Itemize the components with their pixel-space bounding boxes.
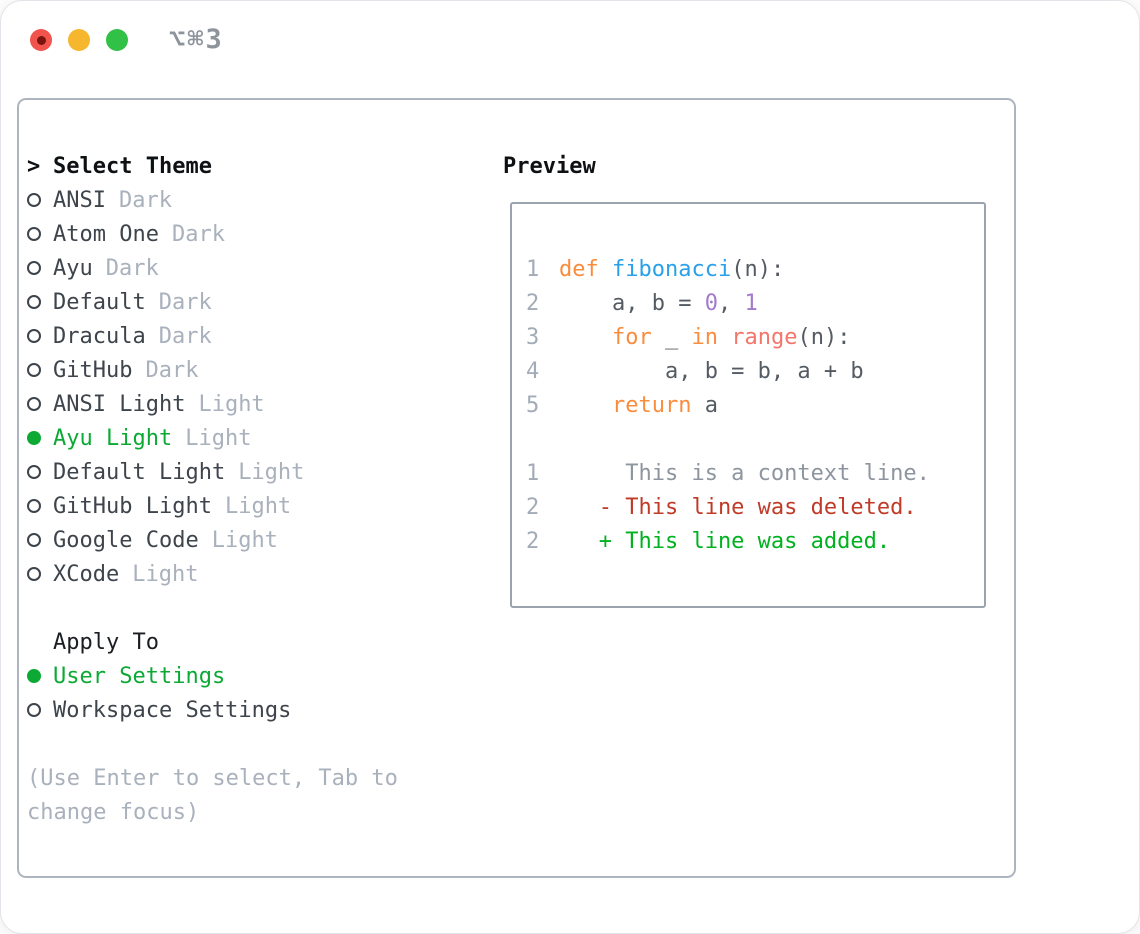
- theme-variant-badge: Dark: [158, 289, 212, 315]
- theme-variant-badge: Light: [224, 493, 292, 519]
- theme-variant-badge: Light: [238, 459, 305, 485]
- code-line-3: 3 for _ in range(n):: [526, 324, 851, 350]
- theme-list-header: > Select Theme: [27, 149, 398, 183]
- theme-variant-badge: Dark: [118, 187, 172, 213]
- selection-caret: >: [27, 153, 41, 179]
- radio-icon: [27, 193, 41, 207]
- code-line-5: 5 return a: [526, 392, 718, 418]
- help-text-line-2: change focus): [27, 799, 200, 825]
- apply-option-workspace-settings[interactable]: Workspace Settings: [27, 693, 398, 727]
- theme-variant-badge: Dark: [145, 357, 199, 383]
- theme-variant-badge: Dark: [105, 255, 159, 281]
- radio-selected-icon: [27, 669, 41, 683]
- window-shortcut-label: ⌥⌘3: [169, 24, 224, 55]
- radio-icon: [27, 499, 41, 513]
- diff-added-line: 2 + This line was added.: [526, 528, 891, 554]
- line-number: 2: [526, 528, 540, 554]
- theme-dialog-box: [17, 98, 1016, 878]
- theme-list-title: Select Theme: [53, 153, 212, 179]
- theme-variant-badge: Light: [185, 425, 252, 451]
- apply-to-title: Apply To: [53, 629, 159, 655]
- radio-icon: [27, 533, 41, 547]
- line-number: 1: [526, 256, 540, 282]
- radio-selected-icon: [27, 431, 41, 445]
- radio-icon: [27, 465, 41, 479]
- preview-title: Preview: [503, 153, 596, 179]
- radio-icon: [27, 363, 41, 377]
- zoom-button-icon[interactable]: [106, 29, 128, 51]
- radio-icon: [27, 329, 41, 343]
- window-controls: [30, 29, 128, 51]
- apply-option-user-settings[interactable]: User Settings: [27, 659, 398, 693]
- code-line-4: 4 a, b = b, a + b: [526, 358, 864, 384]
- spacer-row: [27, 727, 398, 761]
- radio-icon: [27, 397, 41, 411]
- line-number: 4: [526, 358, 540, 384]
- line-number: 5: [526, 392, 540, 418]
- minimize-button-icon[interactable]: [68, 29, 90, 51]
- code-line-2: 2 a, b = 0, 1: [526, 290, 758, 316]
- diff-context-line: 1 This is a context line.: [526, 460, 930, 486]
- line-number: 1: [526, 460, 540, 486]
- spacer-row: [27, 591, 398, 625]
- line-number: 2: [526, 494, 540, 520]
- theme-variant-badge: Light: [132, 561, 199, 587]
- diff-deleted-line: 2 - This line was deleted.: [526, 494, 917, 520]
- radio-icon: [27, 227, 41, 241]
- theme-variant-badge: Dark: [158, 323, 212, 349]
- help-text-line-1: (Use Enter to select, Tab to: [27, 765, 398, 791]
- theme-variant-badge: Dark: [171, 221, 225, 247]
- radio-icon: [27, 295, 41, 309]
- radio-icon: [27, 261, 41, 275]
- radio-icon: [27, 567, 41, 581]
- apply-to-header: Apply To: [27, 625, 398, 659]
- theme-variant-badge: Light: [211, 527, 278, 553]
- close-button-icon[interactable]: [30, 29, 52, 51]
- radio-icon: [27, 703, 41, 717]
- code-blank-line: [526, 422, 984, 456]
- line-number: 3: [526, 324, 540, 350]
- line-number: 2: [526, 290, 540, 316]
- theme-variant-badge: Light: [198, 391, 265, 417]
